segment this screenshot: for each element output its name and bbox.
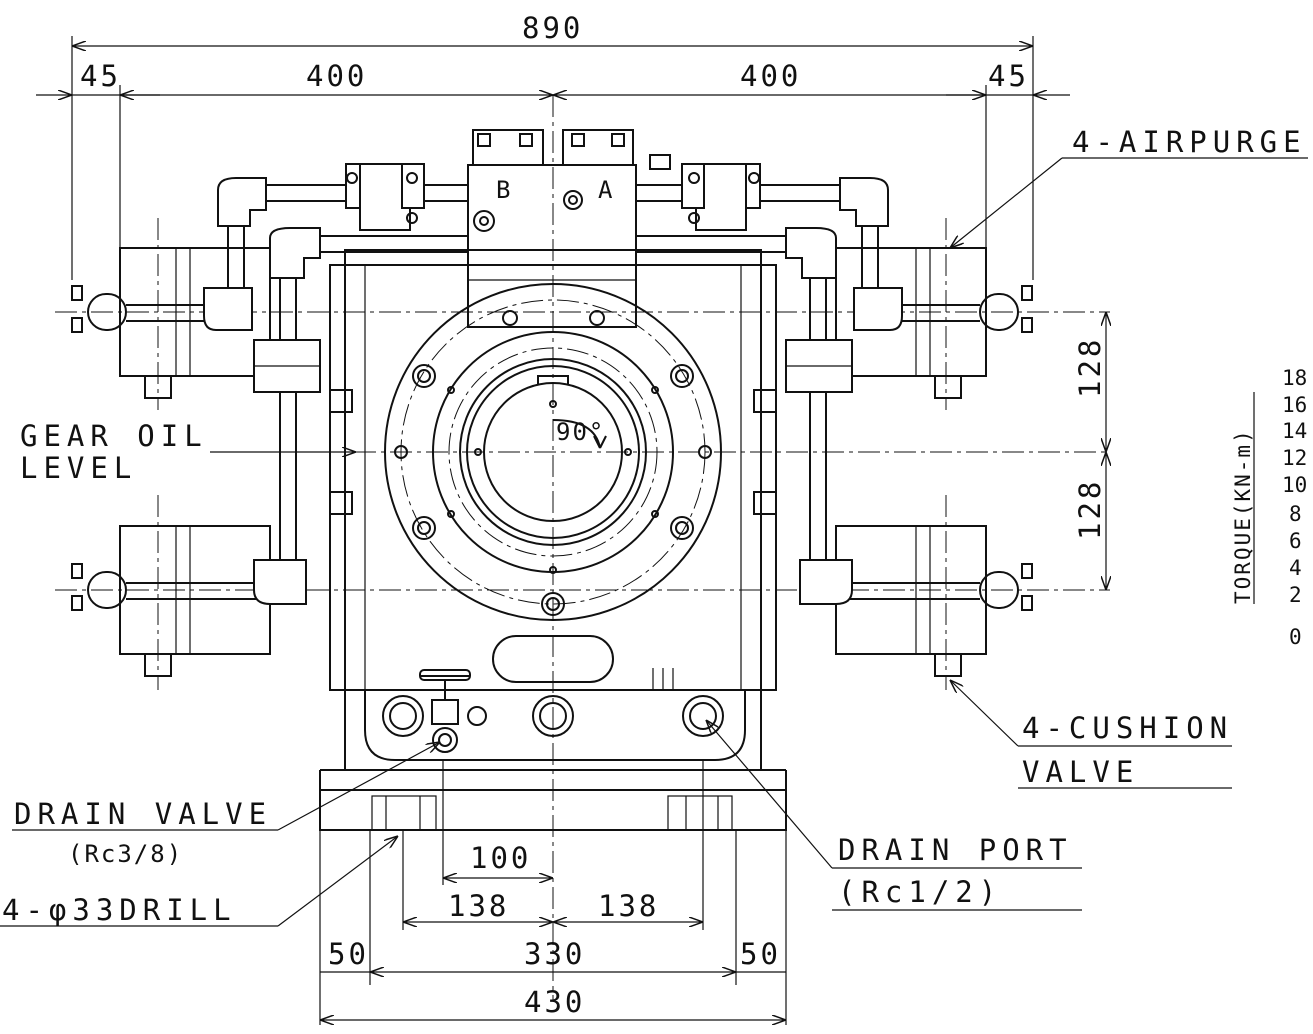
callouts: 4-AIRPURGE GEAR OIL LEVEL 4-CUSHION VALV… bbox=[0, 125, 1308, 927]
right-cylinders bbox=[835, 247, 1033, 677]
torque-tick-8: 8 bbox=[1289, 502, 1302, 526]
dim-bolt-right: 138 bbox=[598, 889, 659, 923]
dim-drain-spacing: 100 bbox=[470, 841, 531, 875]
dim-right-offset: 45 bbox=[988, 59, 1029, 93]
callout-cushion-line1: 4-CUSHION bbox=[1022, 711, 1233, 745]
dim-left-offset: 45 bbox=[80, 59, 121, 93]
dim-base-center: 330 bbox=[524, 937, 585, 971]
dim-overall-width: 890 bbox=[522, 11, 583, 45]
callout-gear-oil-line1: GEAR OIL bbox=[20, 419, 208, 453]
torque-tick-0: 0 bbox=[1289, 625, 1302, 649]
callout-drill: 4-φ33DRILL bbox=[2, 893, 237, 927]
dim-vertical-upper: 128 bbox=[1073, 337, 1107, 398]
torque-tick-14: 14 bbox=[1282, 419, 1307, 443]
torque-tick-2: 2 bbox=[1289, 583, 1302, 607]
torque-tick-18: 18 bbox=[1282, 366, 1307, 390]
right-piping bbox=[636, 163, 903, 605]
callout-drain-port-line1: DRAIN PORT bbox=[838, 833, 1073, 867]
torque-tick-12: 12 bbox=[1282, 446, 1307, 470]
rotation-angle-label: 90° bbox=[556, 418, 605, 446]
torque-tick-16: 16 bbox=[1282, 393, 1307, 417]
left-piping bbox=[203, 163, 468, 605]
dim-right-half: 400 bbox=[740, 59, 801, 93]
torque-tick-4: 4 bbox=[1289, 556, 1302, 580]
callout-airpurge: 4-AIRPURGE bbox=[1072, 125, 1307, 159]
port-a-label: A bbox=[598, 176, 614, 204]
callout-drain-valve-line2: (Rc3/8) bbox=[68, 840, 183, 868]
torque-tick-10: 10 bbox=[1282, 473, 1307, 497]
port-b-label: B bbox=[496, 176, 512, 204]
output-flange: 90° bbox=[384, 283, 722, 621]
dimension-values: 890 45 400 400 45 128 128 100 138 138 50… bbox=[80, 11, 1107, 1019]
dim-vertical-lower: 128 bbox=[1073, 479, 1107, 540]
torque-axis-label: TORQUE(KN-m) bbox=[1231, 428, 1255, 604]
torque-tick-6: 6 bbox=[1289, 529, 1302, 553]
callout-cushion-line2: VALVE bbox=[1022, 755, 1139, 789]
valve-manifold: B A bbox=[467, 129, 671, 328]
callout-gear-oil-line2: LEVEL bbox=[20, 451, 137, 485]
callout-drain-valve-line1: DRAIN VALVE bbox=[14, 797, 272, 831]
dimension-lines bbox=[36, 36, 1106, 1025]
torque-scale: TORQUE(KN-m) 18 16 14 12 10 8 6 4 2 0 bbox=[1231, 366, 1307, 649]
center-lines bbox=[55, 95, 1110, 1000]
drain-fittings bbox=[382, 669, 724, 753]
dim-base-left: 50 bbox=[328, 937, 369, 971]
dim-left-half: 400 bbox=[306, 59, 367, 93]
callout-drain-port-line2: (Rc1/2) bbox=[838, 875, 1002, 909]
gearbox-body bbox=[319, 249, 787, 831]
dim-base-overall: 430 bbox=[524, 985, 585, 1019]
dim-base-right: 50 bbox=[740, 937, 781, 971]
dim-bolt-left: 138 bbox=[448, 889, 509, 923]
